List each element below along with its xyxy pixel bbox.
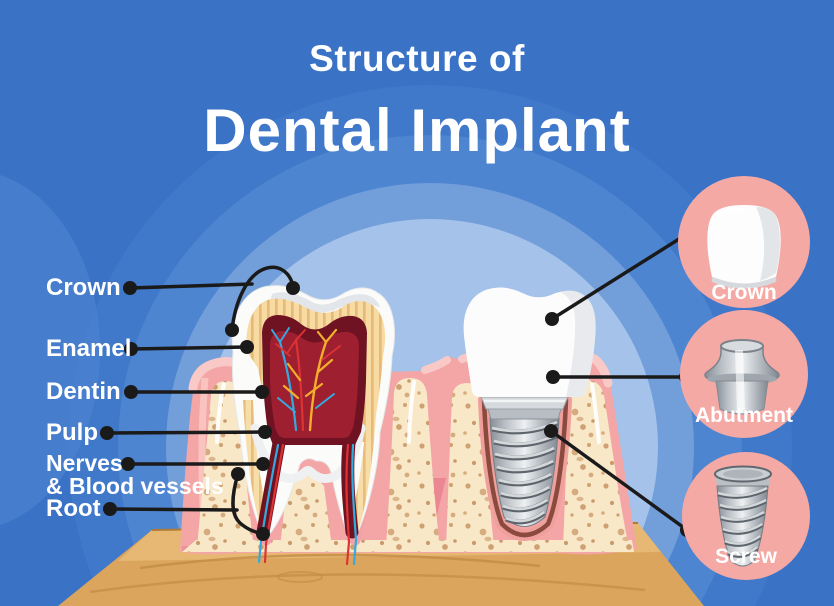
implant-screw-connector-line [549,429,689,532]
crown-connector-line [128,282,254,290]
callout-circle-crown [678,176,810,308]
label-nerves-line2: & Blood vessels [46,473,224,499]
nerves-and-vessels [257,327,358,566]
tooth-crown-shading [269,292,380,313]
enamel-connector-line [129,345,249,351]
title-line1: Structure of [309,38,525,79]
pulp-connector-line [105,430,267,435]
root-connector-line [108,507,239,512]
callout-label-crown: Crown [711,281,777,304]
root-connector-hook [231,472,265,536]
label-nerves-blood-vessels: Nerves & Blood vessels [46,452,224,498]
implant-socket [481,397,569,538]
page-title: Dental Implant [203,97,631,164]
label-crown: Crown [46,274,121,301]
crown-connector-hook [230,265,295,332]
dental-implant [463,287,596,541]
implant-crown [463,287,596,397]
tooth-cross-section [231,285,395,566]
callout-circle-abutment [680,310,808,438]
callout-circles [678,176,810,580]
label-nerves-line1: Nerves [46,450,123,476]
label-dentin: Dentin [46,378,121,405]
label-enamel: Enamel [46,335,132,362]
callout-circle-screw [682,452,810,580]
callout-label-abutment: Abutment [695,404,793,427]
label-root: Root [46,495,101,522]
implant-abutment-collar [487,408,562,420]
callout-label-screw: Screw [715,545,777,568]
label-pulp: Pulp [46,419,98,446]
implant-crown-connector-line [550,232,689,321]
